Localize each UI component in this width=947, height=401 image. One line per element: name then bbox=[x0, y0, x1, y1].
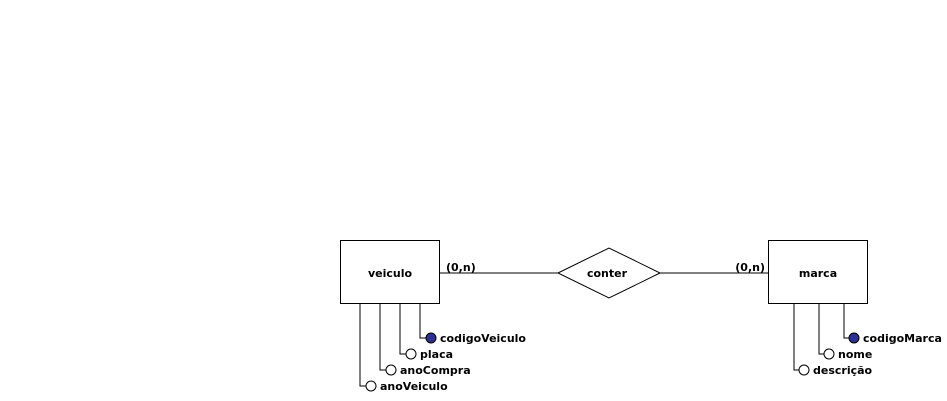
attr-line-anoVeiculo bbox=[359, 304, 366, 387]
attr-label-anoCompra: anoCompra bbox=[400, 364, 471, 377]
attr-line-anoCompra bbox=[379, 304, 386, 371]
attribute-icon[interactable] bbox=[798, 364, 810, 376]
entity-marca[interactable]: marca bbox=[768, 240, 868, 304]
attribute-icon[interactable] bbox=[405, 348, 417, 360]
entity-marca-label: marca bbox=[799, 267, 837, 280]
entity-marca-box[interactable] bbox=[768, 240, 868, 304]
entity-veiculo-label: veiculo bbox=[368, 267, 413, 280]
attribute-icon[interactable] bbox=[385, 364, 397, 376]
attr-line-nome bbox=[818, 304, 824, 355]
attr-line-codigoMarca bbox=[843, 304, 849, 339]
entity-veiculo-box[interactable] bbox=[340, 240, 440, 304]
attribute-icon[interactable] bbox=[823, 348, 835, 360]
attr-label-descricao: descrição bbox=[813, 364, 873, 377]
relationship-label: conter bbox=[587, 267, 628, 280]
cardinality-left: (0,n) bbox=[446, 261, 476, 274]
cardinality-right: (0,n) bbox=[735, 261, 765, 274]
entity-veiculo[interactable]: veiculo bbox=[340, 240, 440, 304]
attr-label-placa: placa bbox=[420, 348, 453, 361]
attribute-icon[interactable] bbox=[365, 380, 377, 392]
relationship-diamond[interactable] bbox=[556, 247, 662, 299]
attr-label-codigoMarca: codigoMarca bbox=[863, 332, 942, 345]
attr-line-codigoVeiculo bbox=[419, 304, 426, 339]
key-attribute-icon[interactable] bbox=[425, 332, 437, 344]
attr-line-descricao bbox=[793, 304, 799, 371]
attr-label-nome: nome bbox=[838, 348, 872, 361]
attr-label-anoVeiculo: anoVeiculo bbox=[380, 380, 448, 393]
key-attribute-icon[interactable] bbox=[848, 332, 860, 344]
relationship-conter[interactable]: conter bbox=[556, 247, 662, 299]
marca-attributes: codigoMarca nome descrição bbox=[793, 304, 942, 377]
attr-label-codigoVeiculo: codigoVeiculo bbox=[440, 332, 526, 345]
veiculo-attributes: codigoVeiculo placa anoCompra anoVeiculo bbox=[359, 304, 526, 393]
attr-line-placa bbox=[399, 304, 406, 355]
